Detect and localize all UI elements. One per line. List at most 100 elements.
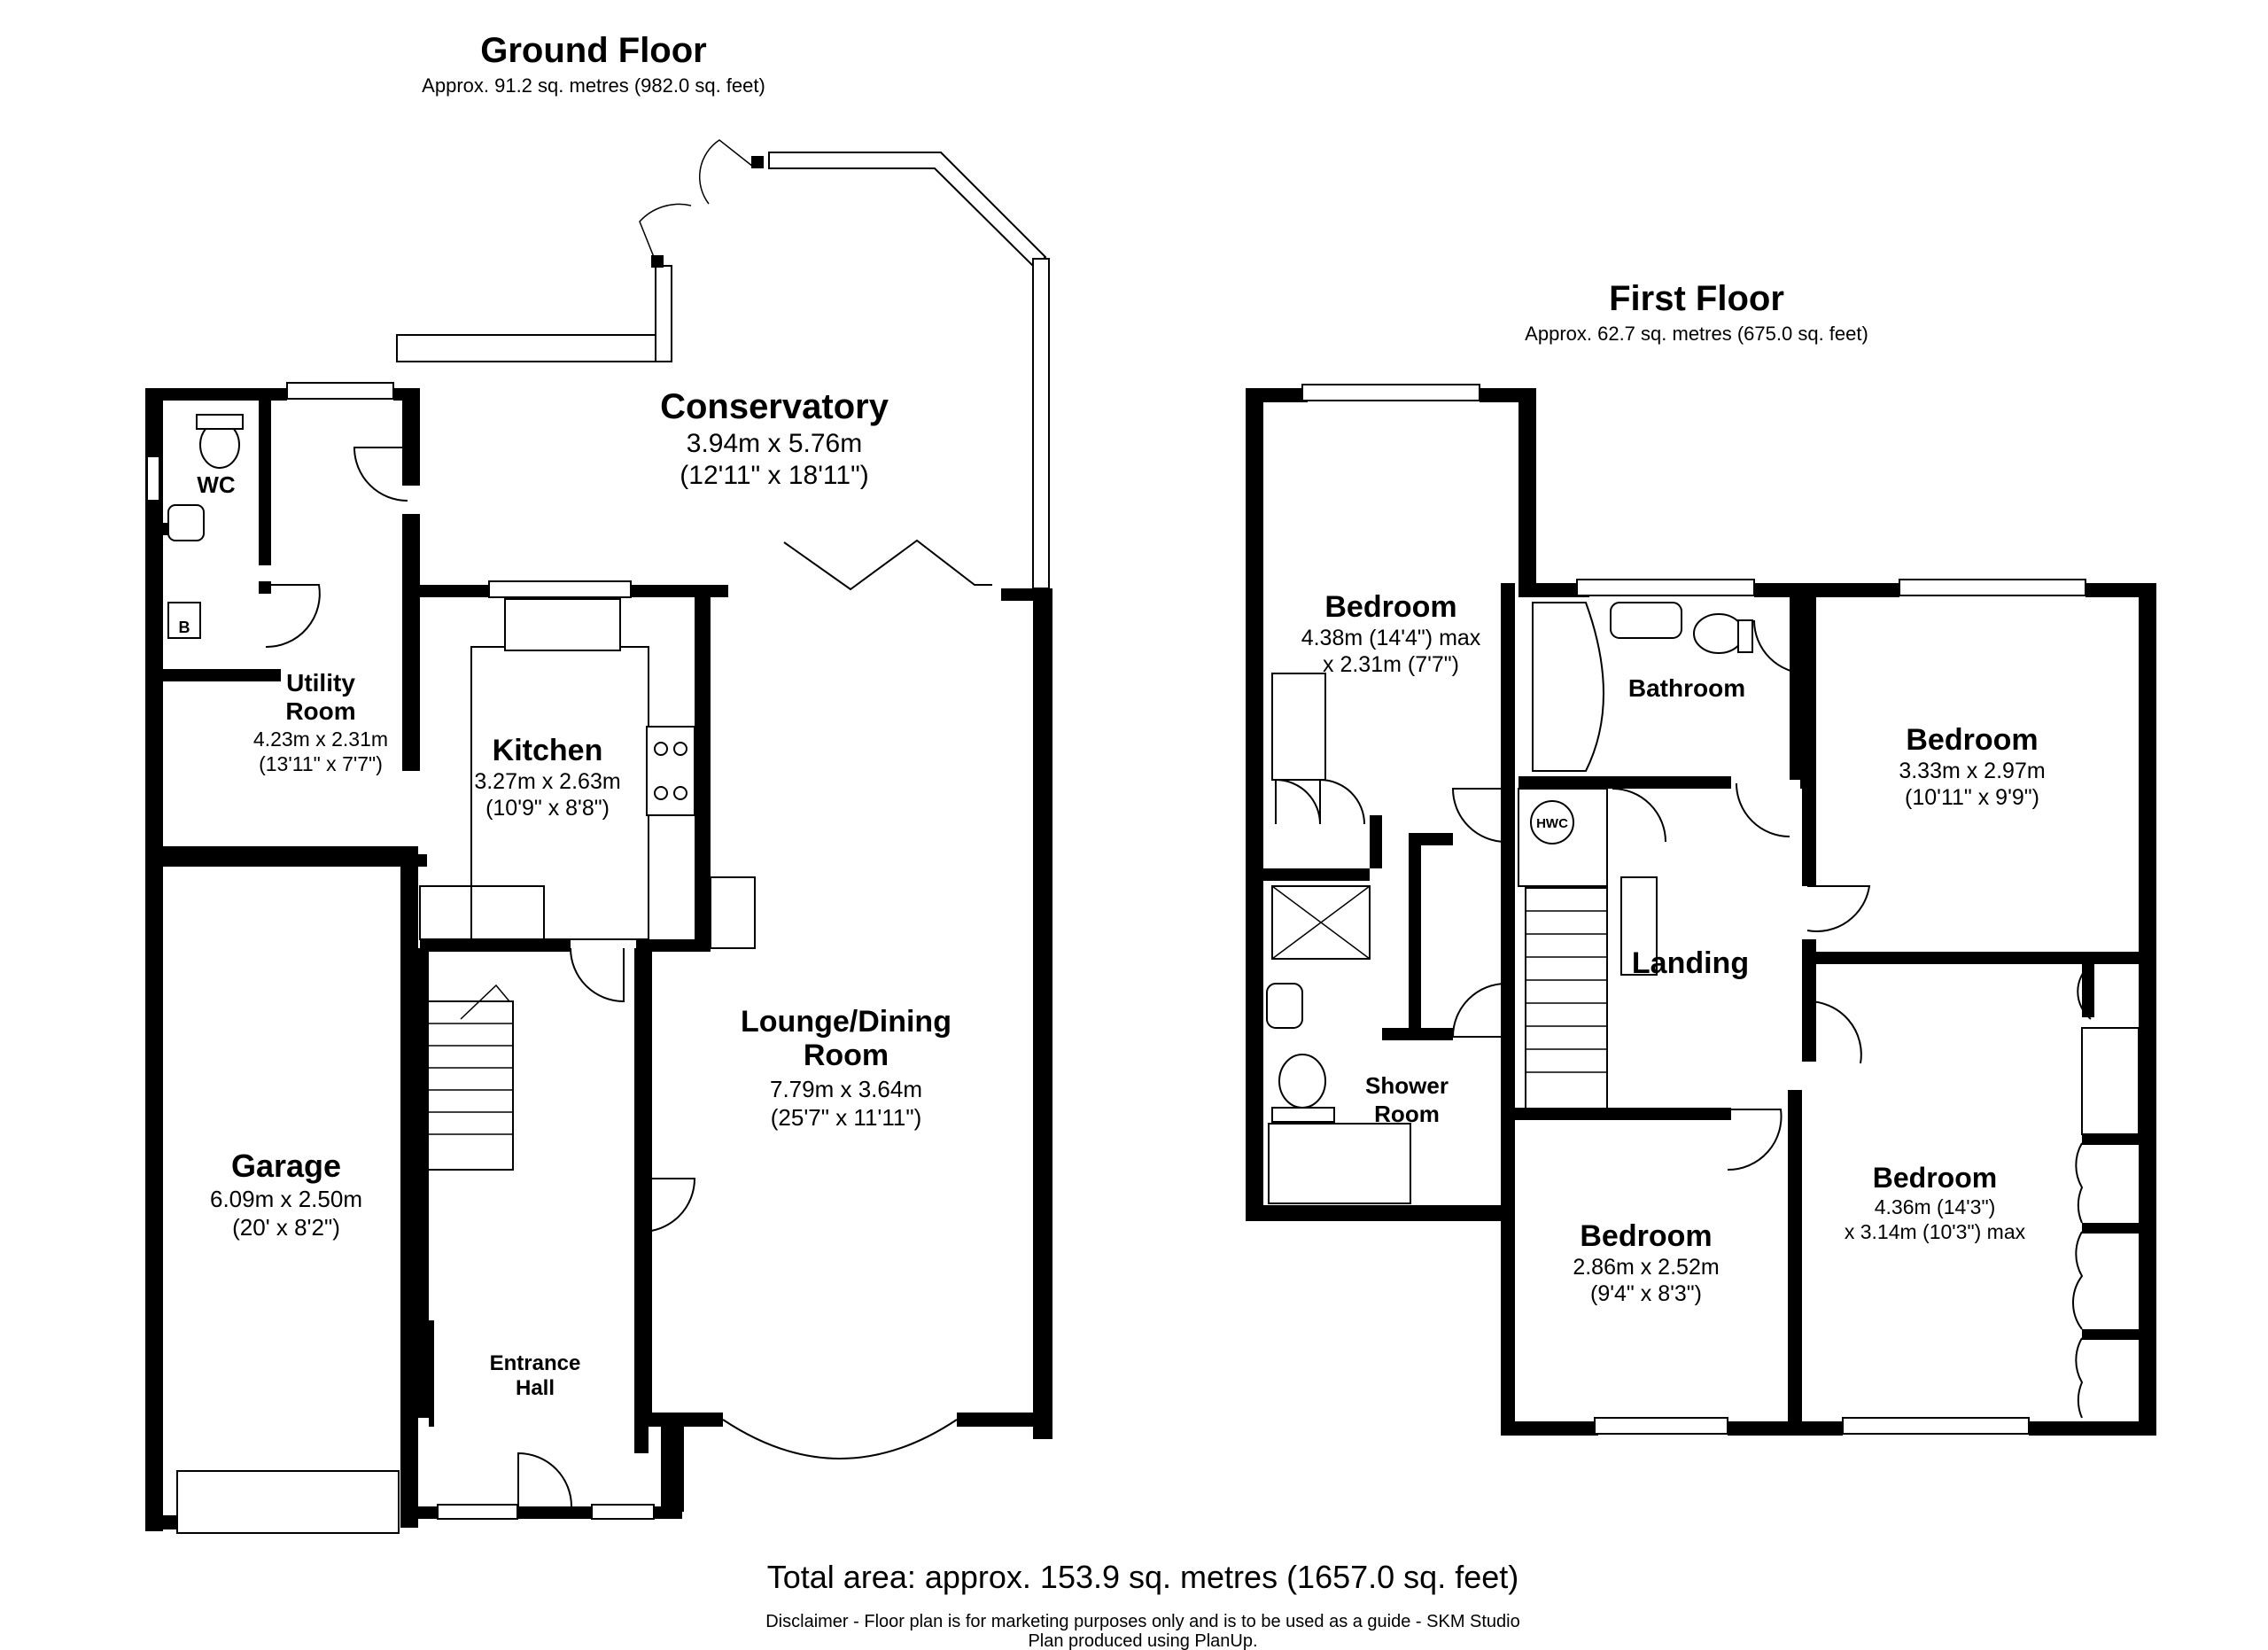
ff-wall-b3-top — [1501, 1108, 1731, 1120]
wall-utility-right-top — [402, 388, 420, 486]
wc-door-swing — [265, 584, 321, 649]
shower-name-2: Room — [1374, 1101, 1440, 1127]
bathroom-name: Bathroom — [1628, 674, 1745, 702]
window-kitchen — [488, 580, 632, 598]
wall-garage-top — [161, 854, 427, 867]
bedroom4-dim2: x 3.14m (10'3") max — [1845, 1220, 2026, 1243]
boiler-name: B — [179, 619, 190, 636]
wall-lounge-bottom-right — [957, 1413, 1051, 1427]
ff-wall-right — [2139, 583, 2156, 1434]
ff-wall-b1-cupboard — [1370, 815, 1382, 868]
bay-window — [722, 1419, 958, 1459]
b4-cupboard — [2081, 1027, 2140, 1135]
garage-dim-m: 6.09m x 2.50m — [210, 1186, 362, 1212]
front-door-swing — [517, 1452, 572, 1507]
ff-wall-b2-bottom — [1802, 952, 2156, 964]
utility-dim-m: 4.23m x 2.31m — [253, 728, 388, 751]
wall-garage-bottom-left — [145, 1515, 181, 1529]
lounge-door-swing — [641, 1178, 696, 1233]
wc-basin-icon — [167, 504, 205, 541]
wc-cistern-icon — [196, 414, 244, 430]
wc-name: WC — [197, 471, 236, 498]
bedroom2-dim-m: 3.33m x 2.97m — [1899, 759, 2045, 783]
bedroom1-dim2: x 2.31m (7'7") — [1323, 652, 1459, 677]
shower-door-swing — [1451, 983, 1507, 1038]
conservatory-name: Conservatory — [660, 387, 889, 426]
utility-dim-ft: (13'11" x 7'7") — [259, 752, 383, 775]
wall-hall-left — [416, 948, 429, 1418]
bedroom3-dim-m: 2.86m x 2.52m — [1573, 1255, 1719, 1280]
wall-kitchen-right — [695, 595, 711, 941]
ff-wall-b4-cupboard — [2082, 964, 2094, 1017]
landing-name: Landing — [1632, 946, 1749, 980]
wall-kitchen-bottom-left — [420, 939, 571, 952]
conservatory-dim-m: 3.94m x 5.76m — [687, 429, 862, 458]
wall-lounge-right — [1033, 588, 1052, 1439]
lounge-name-1: Lounge/Dining — [741, 1005, 951, 1039]
ff-wall-left — [1246, 388, 1263, 1221]
lounge-name-2: Room — [804, 1039, 889, 1072]
ff-wall-top-left — [1246, 388, 1308, 402]
wall-hall-left-lower — [429, 1320, 434, 1427]
ff-wall-b2-left — [1802, 594, 1816, 886]
window-hall-left — [437, 1504, 518, 1520]
window-utility-top — [286, 382, 394, 400]
ff-window-bedroom2 — [1899, 579, 2086, 596]
ff-wall-bottom-3 — [2029, 1421, 2156, 1436]
wall-utility-wc — [161, 669, 281, 681]
b1-wardrobe-door — [1275, 778, 1365, 825]
ff-wall-b1-right-top — [1518, 388, 1536, 597]
first-floor-title: First Floor — [1609, 279, 1784, 318]
wall-kitchen-top-right — [631, 585, 728, 597]
conservatory-glazing-left-vertical — [655, 265, 672, 362]
garage-door — [176, 1470, 400, 1534]
bedroom1-dim1: 4.38m (14'4") max — [1301, 626, 1481, 650]
boiler-icon — [167, 602, 201, 639]
bedroom1-name: Bedroom — [1324, 590, 1456, 624]
shower-basin-icon — [1266, 983, 1303, 1029]
hall-name-2: Hall — [516, 1376, 555, 1400]
shower-vanity — [1268, 1123, 1411, 1204]
bath-toilet-icon — [1693, 613, 1744, 654]
ff-window-bedroom4 — [1842, 1417, 2030, 1435]
disclaimer-line-2: Plan produced using PlanUp. — [1028, 1631, 1257, 1650]
bath-basins-icon — [1610, 602, 1682, 639]
ff-wall-bath-top-right — [1754, 583, 1899, 597]
ff-wall-b4-wardrobe2 — [2082, 1223, 2139, 1234]
utility-name-2: Room — [285, 697, 355, 725]
first-floor-area: Approx. 62.7 sq. metres (675.0 sq. feet) — [1525, 323, 1868, 345]
bedroom3-name: Bedroom — [1580, 1219, 1712, 1253]
wall-garage-left — [145, 854, 163, 1528]
ff-wall-bath-right — [1790, 594, 1802, 780]
wall-lounge-top-right — [1001, 588, 1051, 601]
b1-door-swing — [1451, 788, 1507, 843]
bedroom3-dim-ft: (9'4" x 8'3") — [1590, 1281, 1702, 1306]
kitchen-door-swing — [570, 947, 625, 1003]
door-post — [751, 156, 764, 168]
french-door-right — [699, 139, 754, 205]
garage-name: Garage — [231, 1148, 341, 1184]
ff-wall-b4-wardrobe — [2082, 1134, 2139, 1145]
wall-kitchen-top-left — [418, 585, 489, 597]
shower-cistern-icon — [1271, 1107, 1335, 1123]
bath-icon — [1532, 602, 1604, 772]
utility-name-1: Utility — [286, 669, 355, 697]
ff-window-bedroom3 — [1594, 1417, 1728, 1435]
bedroom4-name: Bedroom — [1873, 1162, 1997, 1194]
bath-cistern-icon — [1737, 619, 1753, 653]
hwc-name: HWC — [1536, 816, 1568, 831]
bifold-doors — [783, 539, 992, 591]
ff-wall-bath-top-left — [1518, 583, 1589, 597]
ff-wall-b1-bottom — [1263, 868, 1370, 881]
ground-floor-title: Ground Floor — [480, 31, 707, 70]
stairs-ground — [419, 984, 514, 1171]
lounge-dim-ft: (25'7" x 11'11") — [771, 1104, 922, 1131]
ff-wall-bottom-2 — [1728, 1421, 1843, 1436]
wall-bay-post — [661, 1414, 684, 1512]
conservatory-glazing-left — [396, 334, 672, 362]
wall-utility-right — [402, 514, 420, 771]
window-wc — [146, 455, 160, 502]
shower-toilet-icon — [1278, 1054, 1326, 1109]
ff-wall-bath-bottom — [1518, 776, 1731, 789]
